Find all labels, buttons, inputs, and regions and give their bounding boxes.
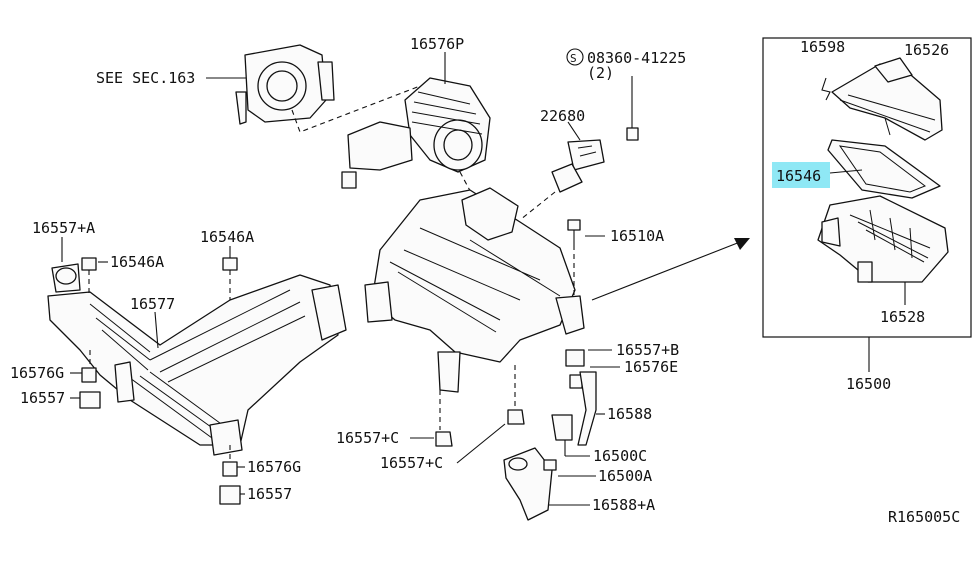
grommet-16557C-lower-part[interactable] — [435, 431, 453, 447]
callout-16510A[interactable]: 16510A — [610, 227, 664, 245]
bracket-16588A-part[interactable] — [503, 447, 553, 521]
callout-16546A-left[interactable]: 16546A — [110, 253, 164, 271]
see-section-label: SEE SEC.163 — [96, 69, 195, 87]
bolt-16510A-part[interactable] — [567, 219, 581, 245]
callout-16500[interactable]: 16500 — [846, 375, 891, 393]
bolt-16546A-left-part[interactable] — [81, 257, 97, 271]
grommet-16557B-part[interactable] — [565, 349, 585, 367]
callout-16557A[interactable]: 16557+A — [32, 219, 95, 237]
bolt-part[interactable] — [626, 127, 639, 141]
callout-16557-bottom[interactable]: 16557 — [247, 485, 292, 503]
intake-duct-part[interactable] — [341, 77, 491, 189]
callout-16576P[interactable]: 16576P — [410, 35, 464, 53]
callout-16500A[interactable]: 16500A — [598, 467, 652, 485]
throttle-body-part[interactable] — [235, 44, 335, 125]
callout-16526[interactable]: 16526 — [904, 41, 949, 59]
callout-16576G-left[interactable]: 16576G — [10, 364, 64, 382]
callout-16500C[interactable]: 16500C — [593, 447, 647, 465]
callout-16577[interactable]: 16577 — [130, 295, 175, 313]
air-cleaner-cover-part[interactable] — [831, 57, 943, 141]
selected-part-highlight — [772, 162, 830, 188]
collar-16576G-left-part[interactable] — [81, 367, 97, 383]
air-filter-element-part[interactable] — [827, 139, 941, 199]
bolt-16546A-top-part[interactable] — [222, 257, 238, 271]
grommet-16557C-upper-part[interactable] — [507, 409, 525, 425]
callout-16546A-top[interactable]: 16546A — [200, 228, 254, 246]
air-cleaner-lower-case-part[interactable] — [817, 195, 949, 283]
callout-16557C-upper[interactable]: 16557+C — [380, 454, 443, 472]
collar-16576G-bottom-part[interactable] — [222, 461, 238, 477]
assembly-inset-frame — [762, 37, 972, 338]
grommet-16557-left-part[interactable] — [79, 391, 101, 409]
callout-16557-left[interactable]: 16557 — [20, 389, 65, 407]
bracket-16588-part[interactable] — [551, 371, 597, 446]
callout-16546[interactable]: 16546 — [776, 167, 821, 185]
clip-part[interactable] — [821, 77, 831, 101]
bolt-symbol-circle — [566, 48, 584, 66]
callout-16576E[interactable]: 16576E — [624, 358, 678, 376]
callout-22680[interactable]: 22680 — [540, 107, 585, 125]
air-cleaner-housing-part[interactable] — [364, 187, 585, 393]
callout-bolt-qty: (2) — [587, 64, 614, 82]
callout-16557C-lower[interactable]: 16557+C — [336, 429, 399, 447]
drawing-code: R165005C — [888, 508, 960, 526]
bolt-16500A-part[interactable] — [543, 459, 557, 471]
bolt-symbol-label: S — [570, 52, 577, 65]
callout-16598[interactable]: 16598 — [800, 38, 845, 56]
callout-16588[interactable]: 16588 — [607, 405, 652, 423]
mass-air-flow-sensor-part[interactable] — [551, 139, 605, 193]
callout-bolt-spec[interactable]: 08360-41225 — [587, 49, 686, 67]
air-inlet-duct-part[interactable] — [47, 274, 347, 456]
callout-16528[interactable]: 16528 — [880, 308, 925, 326]
callout-16576G-bottom[interactable]: 16576G — [247, 458, 301, 476]
callout-16588A[interactable]: 16588+A — [592, 496, 655, 514]
grommet-16557-bottom-part[interactable] — [219, 485, 241, 505]
callout-16557B[interactable]: 16557+B — [616, 341, 679, 359]
arrow-to-inset-icon — [734, 238, 750, 250]
grommet-16557A-part[interactable] — [51, 263, 81, 293]
